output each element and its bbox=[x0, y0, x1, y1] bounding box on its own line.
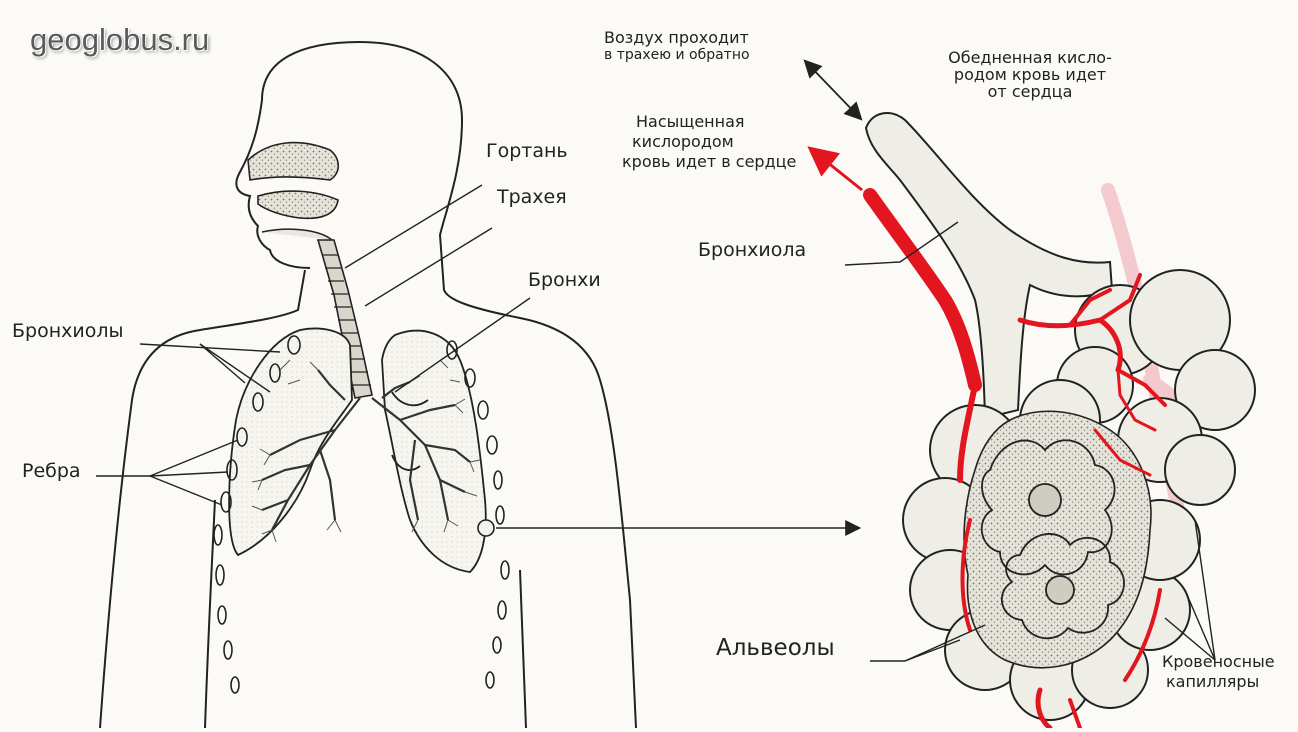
label-capillaries-line1: Кровеносные bbox=[1162, 654, 1275, 671]
label-bronchiole: Бронхиола bbox=[698, 241, 806, 261]
label-trachea: Трахея bbox=[497, 188, 567, 208]
alveolus-marker bbox=[478, 520, 494, 536]
label-bronchi: Бронхи bbox=[528, 271, 601, 291]
label-bronchioles: Бронхиолы bbox=[12, 322, 124, 342]
label-larynx: Гортань bbox=[486, 142, 568, 162]
label-saturated-line2: кислородом bbox=[632, 134, 734, 151]
saturated-blood-arrow bbox=[812, 150, 862, 190]
label-saturated-line1: Насыщенная bbox=[636, 114, 745, 131]
site-watermark: geoglobus.ru bbox=[30, 22, 209, 58]
nasal-cavity bbox=[248, 143, 338, 240]
label-air-line1: Воздух проходит bbox=[604, 30, 749, 47]
label-depleted-line3: от сердца bbox=[914, 84, 1146, 101]
label-capillaries-line2: капилляры bbox=[1166, 674, 1259, 691]
label-alveoli: Альвеолы bbox=[716, 636, 835, 660]
label-saturated-line3: кровь идет в сердце bbox=[622, 154, 796, 171]
label-air-line2: в трахею и обратно bbox=[604, 48, 750, 63]
right-lung bbox=[382, 331, 486, 572]
label-ribs: Ребра bbox=[22, 462, 81, 482]
air-arrow bbox=[806, 62, 860, 118]
